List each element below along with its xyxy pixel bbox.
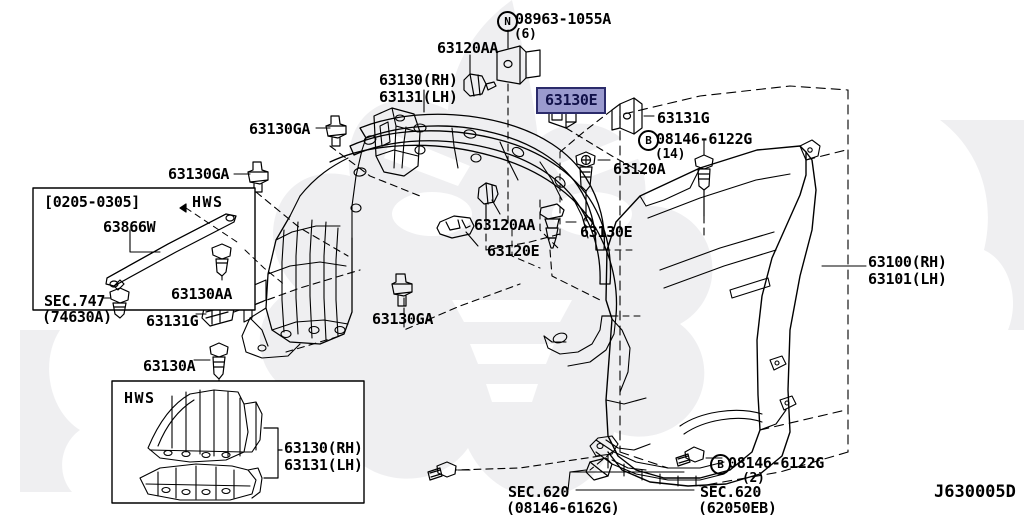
callout-63101lh: 63101(LH) (868, 270, 947, 288)
callout-63100rh: 63100(RH) (868, 253, 947, 271)
callout-sec620-b-sub: (62050EB) (698, 499, 777, 517)
callout-63130ga-b: 63130GA (168, 165, 230, 183)
clip-63120e (436, 215, 475, 239)
callout-63131g-left: 63131G (146, 312, 199, 330)
callout-08963-1055a-qty: (6) (514, 27, 537, 42)
prefix-circle-b-b: B (710, 454, 731, 475)
liner-guide-dashes (511, 151, 641, 317)
callout-08146-6122g-a-qty: (14) (655, 147, 686, 162)
callout-63120e: 63120E (487, 242, 540, 260)
screw-63130a (209, 342, 229, 380)
callout-08146-6122g-b-qty: (2) (742, 471, 765, 486)
inset-callout-63131lh: 63131(LH) (284, 456, 363, 474)
callout-63130a: 63130A (143, 357, 196, 375)
clip-63130ga-a (325, 115, 347, 147)
callout-63120aa-lower: 63120AA (474, 216, 536, 234)
screw-08146-6122g-b (675, 446, 705, 467)
screw-sec620-08146 (427, 461, 457, 481)
callout-63866w: 63866W (103, 218, 156, 236)
prefix-circle-n: N (497, 11, 518, 32)
callout-63120a: 63120A (613, 160, 666, 178)
clip-63130ga-c (391, 273, 413, 307)
callout-08146-6122g-a: 08146-6122G (656, 130, 753, 148)
callout-08146-6122g-b: 08146-6122G (728, 454, 825, 472)
fender-lower-sill (589, 435, 725, 487)
prefix-circle-b-a: B (638, 130, 659, 151)
highlighted-part-63130e[interactable]: 63130E (536, 87, 607, 114)
drawing-number: J630005D (934, 482, 1016, 502)
liner-lower-tail (543, 315, 617, 367)
callout-63130aa: 63130AA (171, 285, 233, 303)
screw-63120a (575, 151, 596, 215)
leader-lines (193, 29, 867, 491)
callout-sec620-b: SEC.620 (700, 483, 762, 501)
callout-63130e-lower: 63130E (580, 223, 633, 241)
bracket-63131g-right (611, 97, 643, 135)
inset-upper-left-leaders (103, 229, 223, 299)
callout-sec747-sub: (74630A) (42, 308, 112, 326)
screw-63120aa-lower (477, 182, 499, 223)
callout-63131lh: 63131(LH) (379, 88, 458, 106)
callout-63131g-right: 63131G (657, 109, 710, 127)
callout-08963-1055a: 08963-1055A (515, 10, 612, 28)
callout-63130ga-c: 63130GA (372, 310, 434, 328)
inset-date-range: [0205-0305] (44, 193, 141, 211)
inset-hws-upper: HWS (192, 193, 224, 211)
callout-63120aa-upper: 63120AA (437, 39, 499, 57)
inset-box-upper-left (32, 187, 256, 311)
inset-hws-lower: HWS (124, 389, 156, 407)
callout-63130rh: 63130(RH) (379, 71, 458, 89)
screw-63120aa-upper (463, 73, 497, 97)
fender-construction-dashes (619, 85, 849, 487)
clip-08963 (496, 45, 541, 85)
callout-sec620-a-sub: (08146-6162G) (506, 499, 620, 517)
callout-sec747: SEC.747 (44, 292, 106, 310)
inset-callout-63130rh: 63130(RH) (284, 439, 363, 457)
fender-mount-tabs (769, 139, 821, 411)
front-fender-panel (605, 145, 817, 487)
callout-63130ga-a: 63130GA (249, 120, 311, 138)
inset-lower-left-leaders (263, 427, 283, 479)
inset-box-lower-left (111, 380, 365, 504)
inset-lower-left-contents (139, 389, 263, 501)
inset-upper-left-dashes (185, 207, 287, 287)
callout-sec620-a: SEC.620 (508, 483, 570, 501)
inset-upper-left-contents (105, 203, 237, 319)
